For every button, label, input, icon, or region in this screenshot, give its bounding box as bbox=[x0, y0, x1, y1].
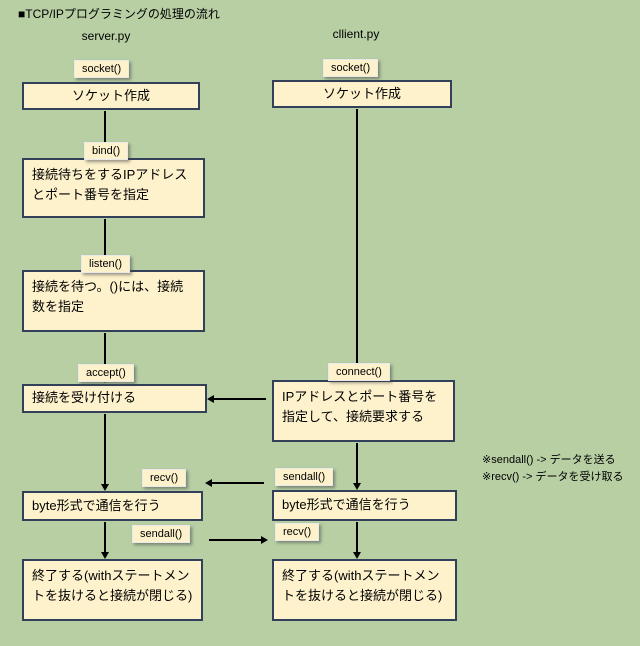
server-column-header: server.py bbox=[81, 29, 131, 43]
server-comm-step-box: byte形式で通信を行う bbox=[22, 491, 203, 521]
client-connect-step-box: IPアドレスとポート番号を指定して、接続要求する bbox=[272, 380, 455, 442]
server-bind-call-tag: bind() bbox=[84, 142, 129, 160]
server-socket-call-tag: socket() bbox=[74, 60, 130, 78]
arrow-client-connect-to-comm bbox=[353, 443, 361, 490]
server-socket-step-box: ソケット作成 bbox=[22, 82, 200, 110]
server-listen-step-box: 接続を待つ。()には、接続数を指定 bbox=[22, 270, 205, 332]
server-bind-step-box: 接続待ちをするIPアドレスとポート番号を指定 bbox=[22, 158, 205, 218]
server-close-step-box: 終了する(withステートメントを抜けると接続が閉じる) bbox=[22, 559, 203, 621]
arrow-client-socket-to-connect bbox=[353, 109, 361, 378]
server-accept-call-tag: accept() bbox=[78, 364, 134, 382]
note-sendall: ※sendall() -> データを送る bbox=[482, 454, 616, 466]
arrow-connect-to-accept bbox=[207, 395, 266, 403]
client-connect-call-tag: connect() bbox=[328, 363, 390, 381]
arrow-client-sendall-to-server-recv bbox=[205, 479, 264, 487]
client-socket-call-tag: socket() bbox=[323, 59, 379, 77]
arrow-server-comm-to-close bbox=[101, 522, 109, 559]
server-listen-call-tag: listen() bbox=[81, 255, 131, 273]
arrow-server-accept-to-comm bbox=[101, 414, 109, 491]
client-socket-step-box: ソケット作成 bbox=[272, 80, 452, 108]
note-recv: ※recv() -> データを受け取る bbox=[482, 471, 624, 483]
server-recv-call-tag: recv() bbox=[142, 469, 187, 487]
client-comm-step-box: byte形式で通信を行う bbox=[272, 490, 457, 521]
arrow-client-comm-to-close bbox=[353, 522, 361, 559]
client-close-step-box: 終了する(withステートメントを抜けると接続が閉じる) bbox=[272, 559, 457, 621]
server-accept-step-box: 接続を受け付ける bbox=[22, 384, 207, 413]
client-column-header: cllient.py bbox=[332, 27, 380, 41]
arrow-server-sendall-to-client-recv bbox=[209, 536, 268, 544]
server-sendall-call-tag: sendall() bbox=[132, 525, 191, 543]
client-recv-call-tag: recv() bbox=[275, 523, 320, 541]
client-sendall-call-tag: sendall() bbox=[275, 468, 334, 486]
diagram-title: ■TCP/IPプログラミングの処理の流れ bbox=[18, 7, 220, 21]
